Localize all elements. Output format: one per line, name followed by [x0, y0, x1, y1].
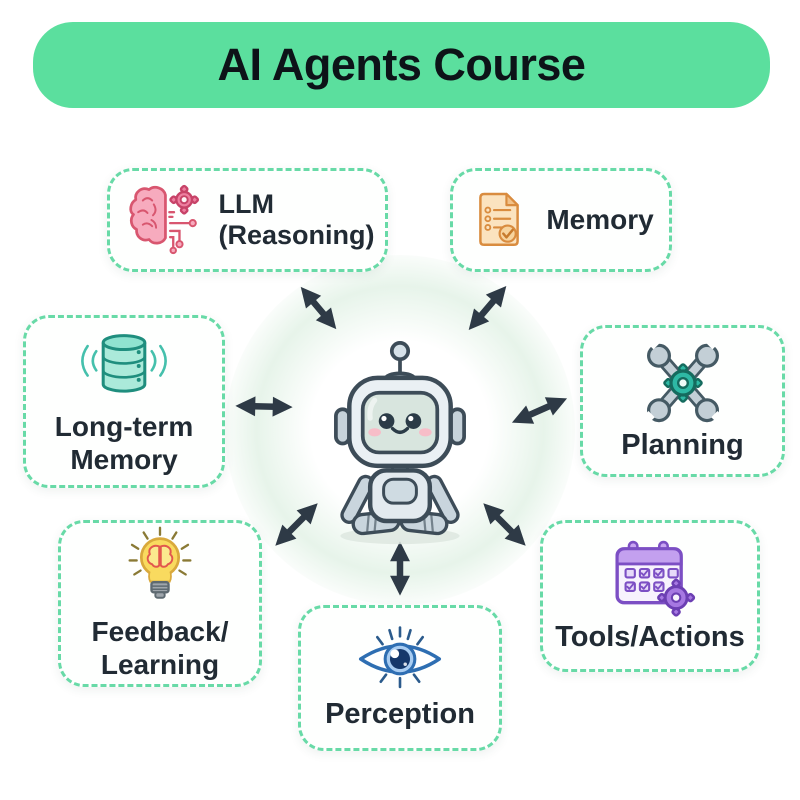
node-llm-label-line1: LLM: [218, 188, 274, 219]
database-icon: [81, 334, 167, 393]
node-memory-label: Memory: [546, 203, 654, 235]
node-feedback-learning-label-line2: Learning: [100, 648, 220, 680]
page-title: AI Agents Course: [217, 39, 586, 90]
robot-icon: [334, 340, 466, 545]
node-perception-label: Perception: [325, 698, 475, 731]
node-llm: LLM (Reasoning): [107, 168, 388, 272]
calendar-gear-icon: [615, 541, 696, 617]
node-long-term-memory-label-line2: Memory: [70, 443, 178, 475]
node-memory: Memory: [450, 168, 672, 272]
brain-gear-icon: [129, 184, 200, 255]
node-long-term-memory-label-line1: Long-term: [54, 411, 194, 443]
node-perception: Perception: [298, 605, 502, 751]
node-tools-actions: Tools/Actions: [540, 520, 760, 672]
node-planning-label: Planning: [621, 429, 744, 462]
node-feedback-learning-label-line1: Feedback/: [91, 616, 229, 648]
wrench-gear-icon: [640, 339, 725, 425]
eye-icon: [358, 626, 442, 689]
node-llm-label-line2: (Reasoning): [218, 220, 375, 250]
document-checklist-icon: [479, 192, 520, 247]
node-planning: Planning: [580, 325, 785, 477]
lightbulb-brain-icon: [128, 526, 192, 600]
node-feedback-learning: Feedback/ Learning: [58, 520, 262, 687]
node-long-term-memory: Long-term Memory: [23, 315, 225, 488]
node-tools-actions-label: Tools/Actions: [555, 621, 745, 654]
title-banner: AI Agents Course: [33, 22, 770, 108]
